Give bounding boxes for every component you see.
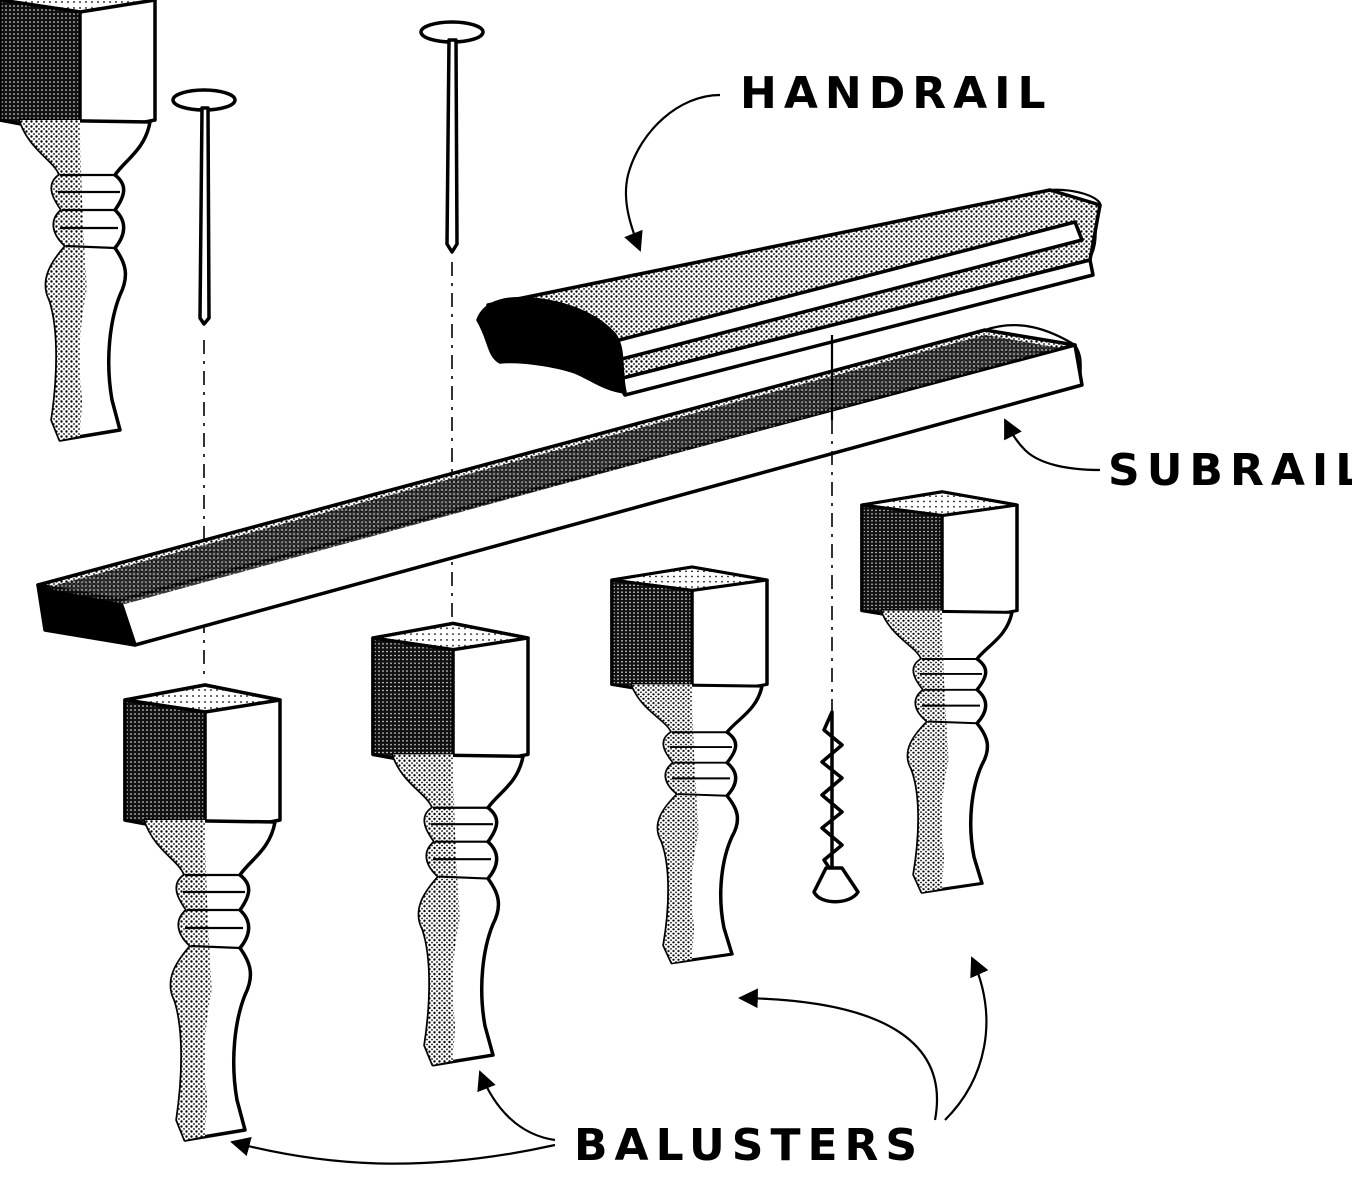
baluster-2 [371,621,530,1067]
baluster-1 [123,683,282,1142]
baluster-4 [860,490,1019,894]
balusters-leader-arrows [230,956,989,1165]
handrail-label: HANDRAIL [740,68,1053,119]
nail-right [419,20,485,618]
baluster-3 [610,565,769,965]
subrail-label: SUBRAIL [1108,445,1352,496]
subrail-leader-arrow [1004,418,1101,472]
handrail [476,188,1102,397]
handrail-leader-arrow [624,93,721,252]
screw [812,335,860,904]
balusters-label: BALUSTERS [574,1120,924,1171]
subrail [36,324,1084,647]
